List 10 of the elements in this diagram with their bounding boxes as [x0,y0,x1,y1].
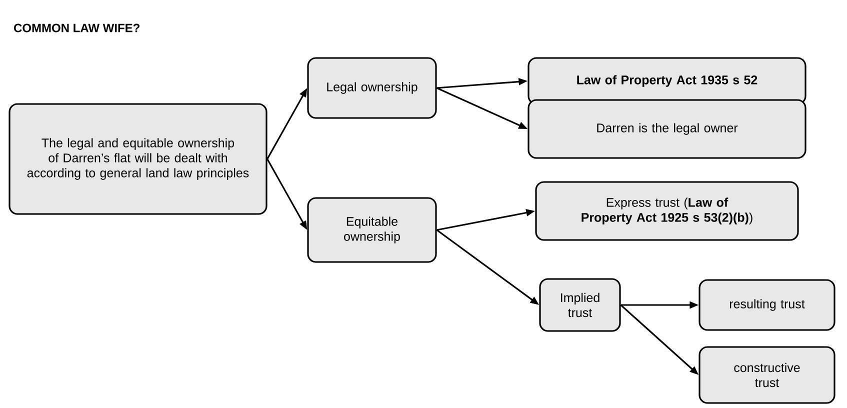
text-box: The legal and equitable ownership of Darren’s flat will be dealt with according to general land law principles [8,103,268,215]
text-box: Law of Property Act 1935 s 52 [528,57,806,105]
text-box: Darren is the legal owner [528,99,806,159]
text-box: Implied trust [539,278,621,332]
text-box: Express trust (Law of Property Act 1925 s 53(2)(b)) [535,181,799,241]
text-box: Legal ownership [307,57,437,119]
title: COMMON LAW WIFE? [14,24,140,32]
text-box: resulting trust [698,279,836,331]
text-box: Equitable ownership [307,197,437,263]
text-box: constructive trust [698,346,836,404]
